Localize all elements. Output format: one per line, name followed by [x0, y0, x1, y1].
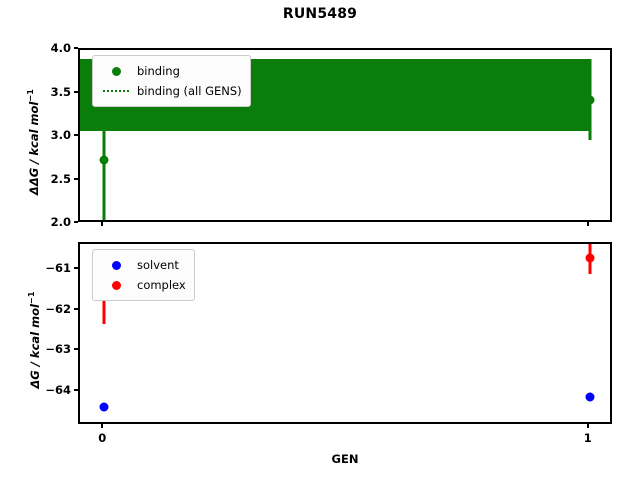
bottom-panel-legend[interactable]: solvent complex	[92, 249, 195, 301]
bottom-legend-item[interactable]: solvent	[99, 255, 186, 275]
binding-allgens-line	[80, 94, 590, 96]
top-ytick-label: 2.0	[50, 215, 71, 229]
bottom-ytick-label: −62	[45, 301, 71, 316]
legend-circle-marker-icon	[111, 66, 121, 76]
top-legend-label: binding (all GENS)	[137, 84, 242, 98]
bottom-panel-ylabel: ΔG / kcal mol−1	[26, 270, 42, 410]
legend-circle-marker-icon	[111, 260, 121, 270]
complex-datapoint[interactable]	[585, 253, 595, 263]
solvent-datapoint[interactable]	[585, 392, 595, 402]
legend-marker-key	[99, 66, 133, 76]
bottom-ytick-mark	[74, 307, 78, 310]
top-ytick-mark	[74, 221, 78, 223]
bottom-xtick-label: 0	[98, 431, 107, 445]
legend-dotted-line-icon	[103, 90, 129, 92]
binding-datapoint[interactable]	[585, 95, 595, 105]
top-ytick-label: 2.5	[50, 171, 71, 186]
top-ylabel-text: ΔΔG / kcal mol	[27, 101, 41, 196]
legend-marker-key	[99, 280, 133, 290]
bottom-legend-item[interactable]: complex	[99, 275, 186, 295]
bottom-ytick-mark	[74, 388, 78, 391]
top-xtick-mark	[101, 222, 104, 226]
top-legend-label: binding	[137, 64, 180, 78]
binding-datapoint[interactable]	[99, 155, 109, 165]
top-ytick-mark	[74, 90, 78, 93]
bottom-ytick-label: −64	[45, 382, 71, 397]
top-legend-item[interactable]: binding	[99, 61, 242, 81]
legend-circle-marker-icon	[111, 280, 121, 290]
bottom-ylabel-text: ΔG / kcal mol	[28, 304, 42, 389]
legend-line-key	[99, 90, 133, 92]
top-panel-ylabel: ΔΔG / kcal mol−1	[25, 72, 41, 212]
top-xtick-mark	[586, 222, 589, 226]
top-ytick-label: 3.0	[50, 128, 71, 142]
bottom-ytick-mark	[74, 267, 78, 270]
bottom-xtick-mark	[586, 424, 589, 428]
top-ylabel-exponent: −1	[25, 88, 36, 102]
top-ytick-mark	[74, 177, 78, 180]
top-legend-item[interactable]: binding (all GENS)	[99, 81, 242, 101]
bottom-ytick-label: −61	[45, 261, 71, 276]
bottom-ytick-label: −63	[45, 342, 71, 357]
top-ytick-label: 4.0	[50, 41, 71, 55]
legend-marker-key	[99, 260, 133, 270]
top-panel-legend[interactable]: binding binding (all GENS)	[92, 55, 251, 107]
bottom-legend-label: solvent	[137, 258, 179, 272]
bottom-ytick-mark	[74, 348, 78, 351]
bottom-xtick-mark	[101, 424, 104, 428]
bottom-legend-label: complex	[137, 278, 186, 292]
bottom-panel-xlabel: GEN	[331, 452, 359, 466]
top-ytick-mark	[74, 47, 78, 49]
top-ytick-mark	[74, 134, 78, 136]
figure-title: RUN5489	[282, 6, 358, 22]
bottom-ylabel-exponent: −1	[26, 291, 37, 305]
bottom-xtick-label: 1	[583, 431, 592, 445]
top-ytick-label: 3.5	[50, 84, 71, 99]
solvent-datapoint[interactable]	[99, 402, 109, 412]
